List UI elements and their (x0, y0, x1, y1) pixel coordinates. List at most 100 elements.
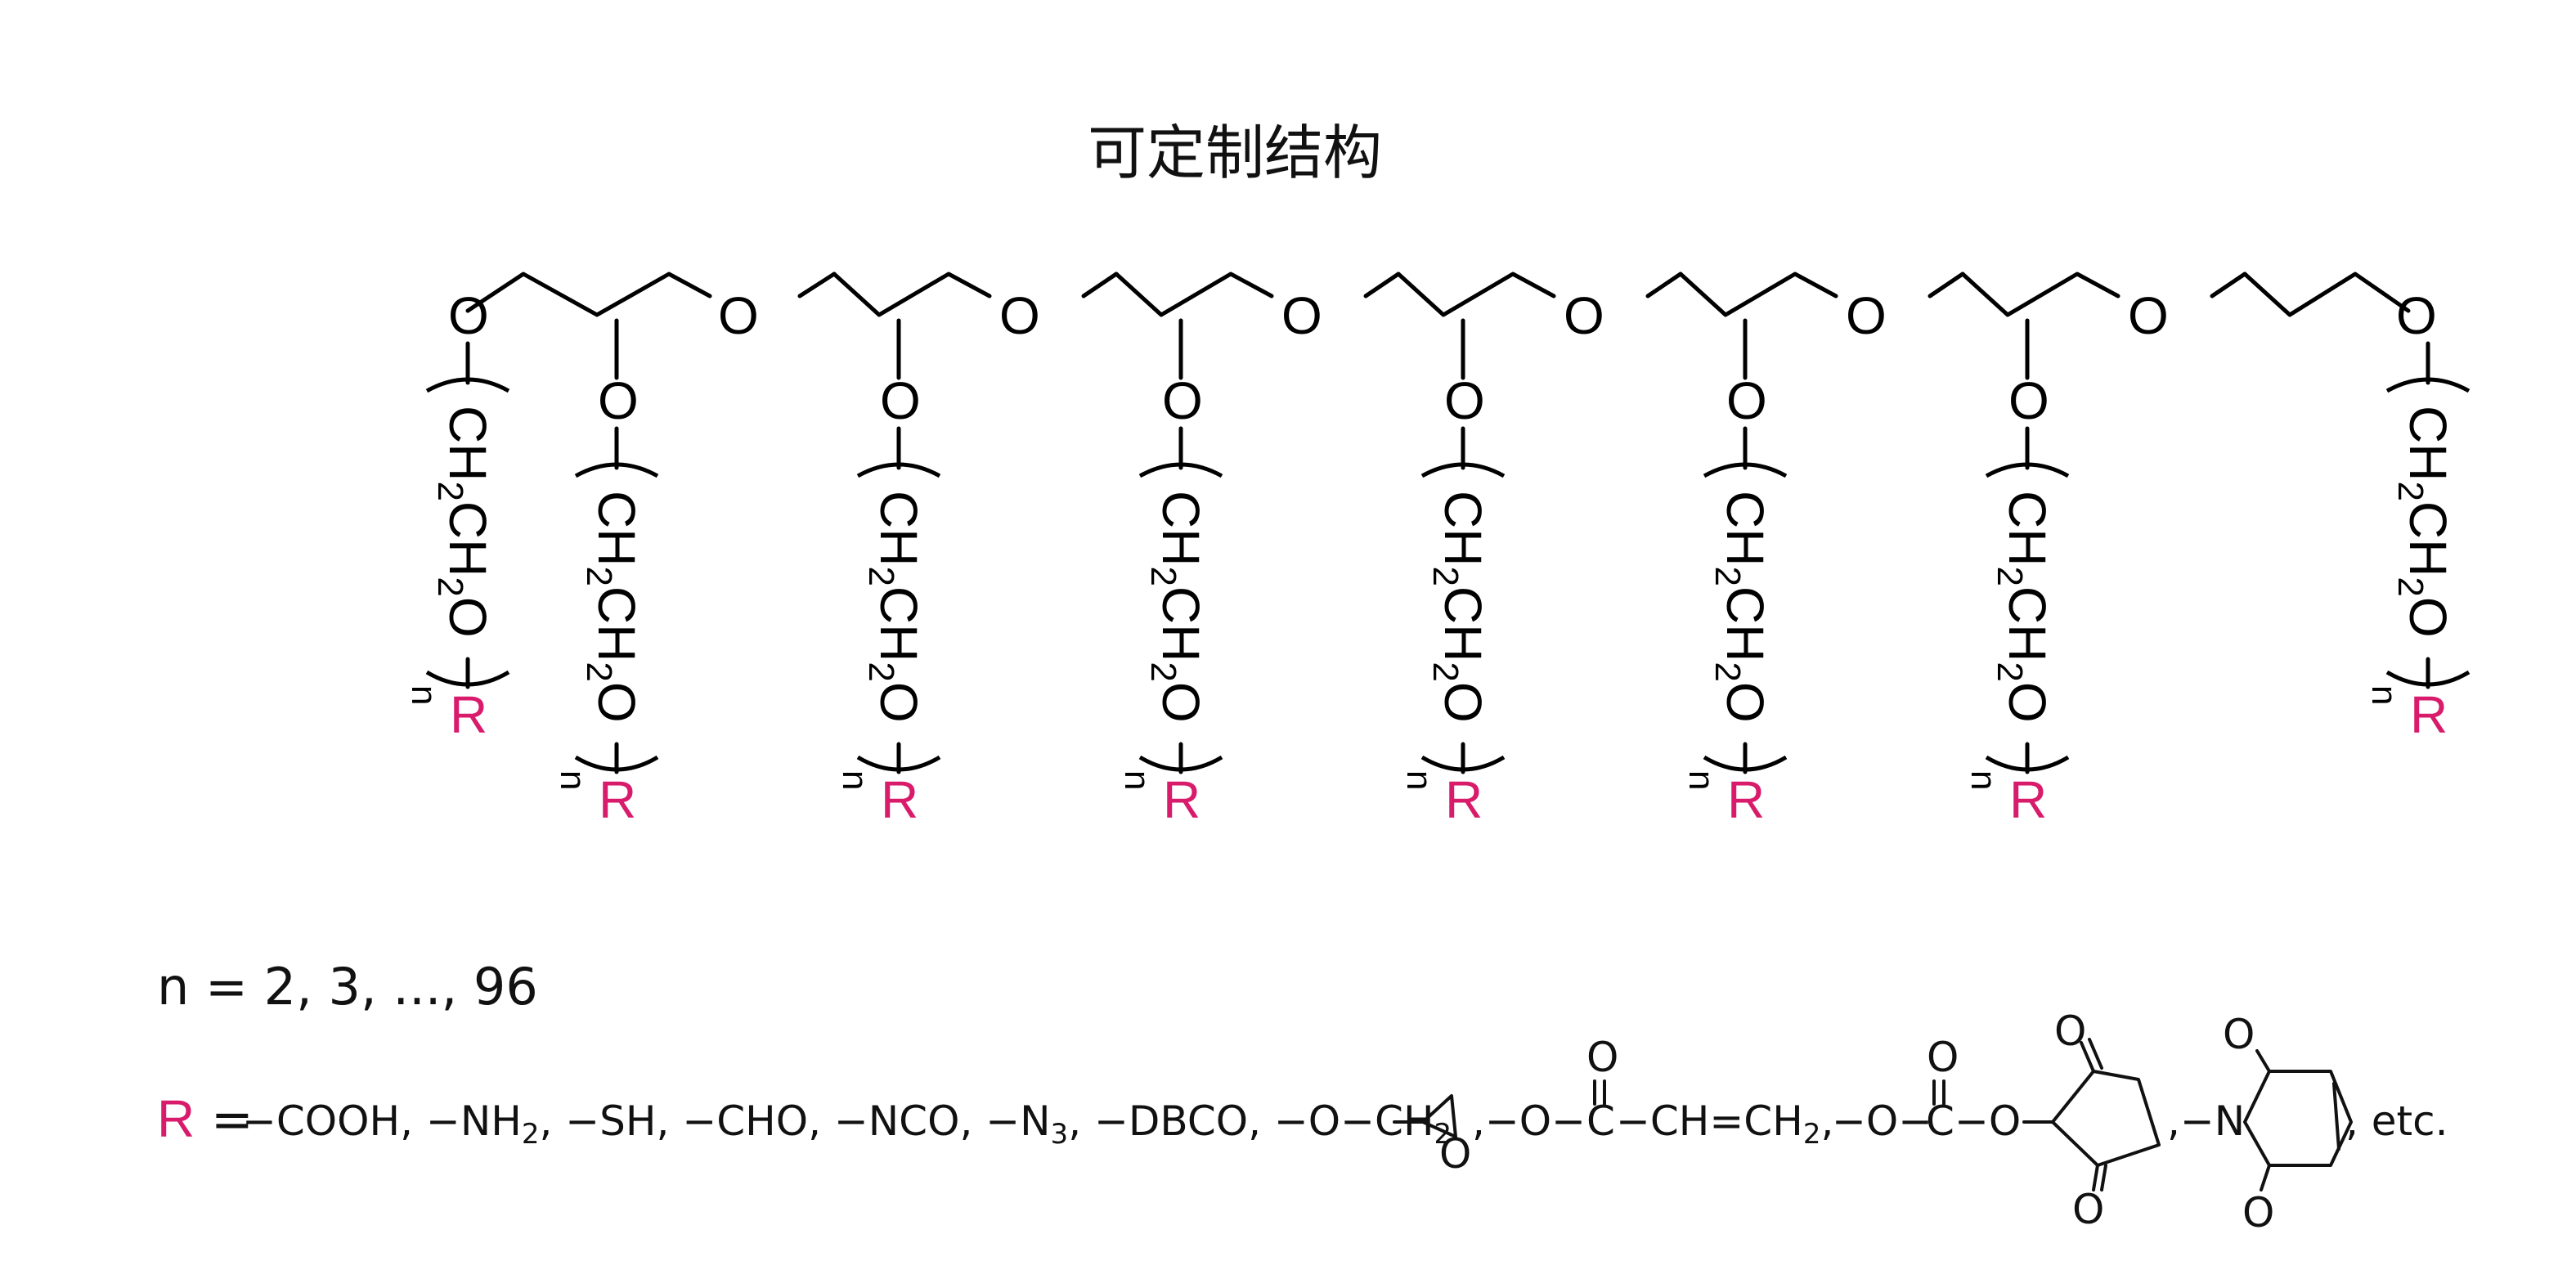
end-group-r: R (1727, 770, 1765, 829)
r-definition: R = −COOH, −NH2, −SH, −CHO, −NCO, −N3, −… (157, 1008, 2448, 1236)
repeat-subscript-n: n (2364, 685, 2404, 705)
backbone-oxygen: O (1281, 286, 1322, 345)
repeat-unit: CH2CH2O (2390, 406, 2457, 638)
repeat-bracket-open (1138, 462, 1223, 478)
repeat-unit: CH2CH2O (1708, 491, 1775, 723)
backbone-bond (1363, 272, 1401, 298)
repeat-bracket-open (574, 462, 659, 478)
backbone-bonds (1960, 272, 2120, 317)
backbone-oxygen: O (718, 286, 759, 345)
repeat-subscript-n: n (1399, 770, 1439, 790)
maleimide-group: ,−N O O , etc. (2167, 1011, 2448, 1236)
end-group-r: R (1445, 770, 1483, 829)
acrylate-carbonyl-o: O (1586, 1034, 1618, 1081)
succinimide-oxygen: O (2054, 1008, 2086, 1055)
carbonate-carbonyl-o: O (1927, 1034, 1959, 1081)
arm-oxygen: O (2008, 371, 2049, 430)
backbone-oxygen: O (448, 286, 489, 345)
acrylate-rest: −CH=CH2, (1616, 1097, 1833, 1151)
etc-label: , etc. (2345, 1097, 2448, 1145)
arm-oxygen: O (880, 371, 921, 430)
backbone-bond (1928, 272, 1965, 298)
backbone-bonds (465, 272, 712, 317)
acrylate-prefix: ,−O− (1472, 1097, 1586, 1145)
r-group-list: −COOH, −NH2, −SH, −CHO, −NCO, −N3, −DBCO… (242, 1097, 1452, 1151)
backbone-bonds (1396, 272, 1556, 317)
r-equals: = (195, 1089, 254, 1149)
end-group-r: R (881, 770, 918, 829)
backbone-bonds (1114, 272, 1274, 317)
diagram-title: 可定制结构 (1088, 119, 1382, 187)
backbone-oxygen: O (1846, 286, 1887, 345)
r-label: R = (157, 1089, 254, 1149)
carbonate-link-oxygen: −O (1954, 1097, 2021, 1145)
carbonate-carbonyl-c: C (1926, 1097, 1954, 1145)
group-nh2: −NH (426, 1097, 522, 1145)
repeat-bracket-open (425, 377, 510, 393)
succinimide-oxygen: O (2072, 1186, 2104, 1233)
repeat-subscript-n: n (404, 685, 444, 705)
backbone-bond (797, 272, 837, 298)
end-group-r: R (2410, 685, 2448, 744)
repeat-unit: CH2CH2O (579, 491, 646, 723)
succinimide-ring (2051, 1070, 2161, 1167)
backbone-bonds (832, 272, 992, 317)
backbone-bond (2210, 272, 2247, 298)
r-symbol: R (157, 1089, 195, 1148)
repeat-bracket-open (1420, 462, 1506, 478)
repeat-bracket-open (1703, 462, 1788, 478)
carbonate-prefix: −O− (1832, 1097, 1932, 1145)
repeat-unit: CH2CH2O (1425, 491, 1492, 723)
group-sh: −SH, (565, 1097, 669, 1145)
repeat-bracket-open (2385, 377, 2471, 393)
group-n3-comma: , (1068, 1097, 1081, 1145)
backbone-bond (1645, 272, 1683, 298)
repeat-bracket-open (1985, 462, 2070, 478)
group-nh2-comma: , (539, 1097, 552, 1145)
group-n3: −N (985, 1097, 1050, 1145)
repeat-unit: CH2CH2O (1990, 491, 2057, 723)
repeat-bracket-open (856, 462, 941, 478)
arm-oxygen: O (1162, 371, 1203, 430)
repeat-unit: CH2CH2O (1143, 491, 1210, 723)
acrylate-group: ,−O− C O −CH=CH2, (1472, 1034, 1833, 1151)
end-group-r: R (450, 685, 487, 744)
repeat-subscript-n: n (835, 770, 875, 790)
n-definition: n = 2, 3, ..., 96 (157, 957, 538, 1016)
backbone-bonds (2242, 272, 2411, 317)
group-nco: −NCO, (834, 1097, 972, 1145)
repeat-subscript-n: n (1117, 770, 1157, 790)
backbone-bonds (1678, 272, 1838, 317)
backbone-oxygen: O (1564, 286, 1604, 345)
repeat-subscript-n: n (553, 770, 593, 790)
maleimide-prefix: ,−N (2167, 1097, 2245, 1145)
arm-oxygen: O (598, 371, 639, 430)
group-och2-sub: 2 (1434, 1118, 1452, 1151)
group-cho: −CHO, (682, 1097, 821, 1145)
group-n3-sub: 3 (1051, 1118, 1069, 1151)
end-group-r: R (2009, 770, 2047, 829)
group-cooh: −COOH, (242, 1097, 413, 1145)
arm-oxygen: O (1726, 371, 1767, 430)
epoxide-oxygen: O (1439, 1130, 1471, 1178)
backbone-bond (1081, 272, 1119, 298)
backbone-oxygen: O (2396, 286, 2437, 345)
group-nh2-sub: 2 (522, 1118, 540, 1151)
acrylate-carbonyl-c: C (1586, 1097, 1615, 1145)
repeat-unit: CH2CH2O (861, 491, 928, 723)
backbone-oxygen: O (2128, 286, 2169, 345)
backbone-oxygen: O (999, 286, 1040, 345)
polyglycerol-backbone: O O O O O O O O (448, 272, 2437, 345)
end-group-r: R (599, 770, 636, 829)
succinimidyl-carbonate-group: −O− C O −O O O (1832, 1008, 2161, 1233)
